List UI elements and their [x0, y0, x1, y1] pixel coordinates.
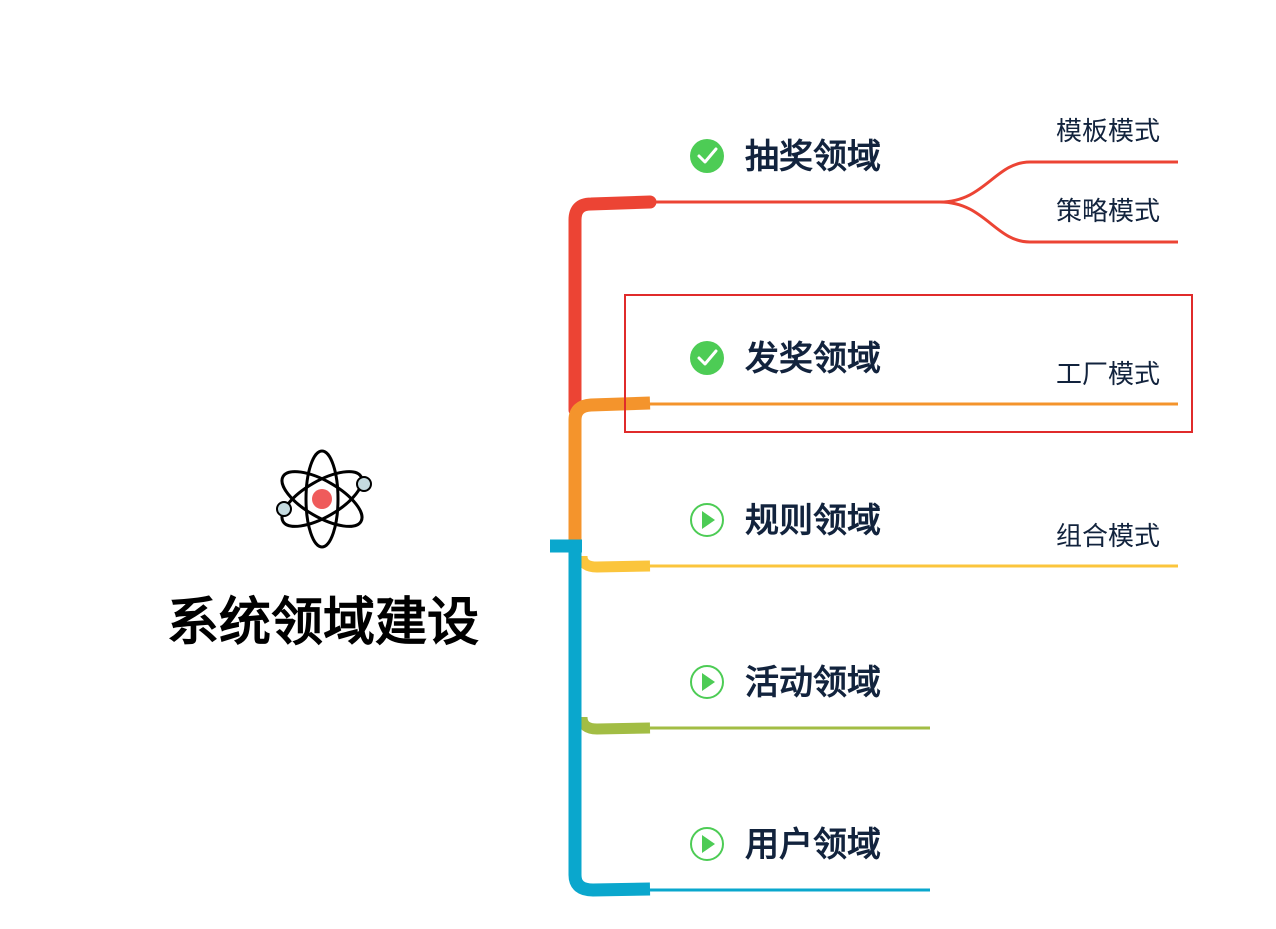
trunk-connectors [550, 195, 657, 897]
branch-underlines [650, 200, 1178, 892]
leaf-1-2-line [939, 200, 1178, 244]
connector-branch-3 [576, 555, 651, 573]
highlight-frame [624, 294, 1193, 433]
leaf-label: 策略模式 [1056, 197, 1160, 227]
play-circle-icon [690, 665, 724, 699]
connector-branch-4 [576, 716, 651, 735]
branch-node-4[interactable]: 活动领域 [690, 663, 881, 703]
leaf-label: 模板模式 [1056, 117, 1160, 147]
leaf-label: 工厂模式 [1056, 360, 1160, 390]
play-circle-icon [690, 827, 724, 861]
leaf-node-1-2[interactable]: 策略模式 [1056, 197, 1160, 227]
branch-label: 活动领域 [745, 663, 881, 703]
play-circle-icon [690, 503, 724, 537]
branch-1-fork [939, 160, 1178, 244]
check-circle-icon [690, 341, 724, 375]
connector-branch-1 [568, 195, 657, 417]
root-title: 系统领域建设 [167, 593, 479, 653]
leaf-node-3-1[interactable]: 组合模式 [1056, 522, 1160, 552]
branch-label: 规则领域 [745, 501, 881, 541]
branch-label: 抽奖领域 [745, 137, 881, 177]
branch-node-1[interactable]: 抽奖领域 [690, 137, 881, 177]
branch-node-5[interactable]: 用户领域 [690, 825, 881, 865]
connector-branch-2 [568, 396, 651, 545]
branch-label: 用户领域 [745, 825, 881, 865]
check-circle-icon [690, 139, 724, 173]
leaf-1-1-line [939, 160, 1178, 204]
root-node[interactable]: 系统领域建设 [167, 449, 479, 653]
leaf-node-2-1[interactable]: 工厂模式 [1056, 360, 1160, 390]
connector-branch-5 [568, 546, 651, 897]
branch-label: 发奖领域 [745, 339, 881, 379]
branch-node-3[interactable]: 规则领域 [690, 501, 881, 541]
atom-icon [276, 449, 372, 549]
branch-node-2[interactable]: 发奖领域 [690, 339, 881, 379]
leaf-node-1-1[interactable]: 模板模式 [1056, 117, 1160, 147]
leaf-label: 组合模式 [1056, 522, 1160, 552]
